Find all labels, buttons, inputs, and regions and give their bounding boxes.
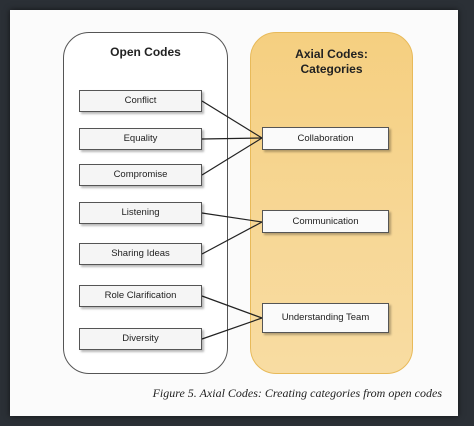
category-understanding-team: Understanding Team (262, 303, 389, 333)
open-code-listening: Listening (79, 202, 202, 224)
link-conflict-collaboration (201, 100, 263, 139)
category-collaboration: Collaboration (262, 127, 389, 150)
connector-lines (201, 100, 263, 340)
category-communication: Communication (262, 210, 389, 233)
link-compromise-collaboration (201, 137, 263, 176)
figure-caption: Figure 5. Axial Codes: Creating categori… (152, 386, 442, 400)
open-code-sharing-ideas: Sharing Ideas (79, 243, 202, 265)
open-code-compromise: Compromise (79, 164, 202, 186)
link-sharing-ideas-communication (201, 221, 263, 255)
axial-codes-title: Axial Codes: (295, 47, 368, 61)
open-codes-title: Open Codes (110, 45, 181, 59)
link-listening-communication (201, 212, 263, 223)
open-code-diversity: Diversity (79, 328, 202, 350)
figure-frame: Open Codes Axial Codes: Categories Confl… (10, 10, 458, 416)
open-code-conflict: Conflict (79, 90, 202, 112)
link-role-clarification-understanding-team (201, 295, 263, 319)
link-equality-collaboration (201, 137, 263, 140)
axial-codes-subtitle: Categories (300, 62, 363, 76)
open-code-role-clarification: Role Clarification (79, 285, 202, 307)
link-diversity-understanding-team (201, 317, 263, 340)
open-code-equality: Equality (79, 128, 202, 150)
